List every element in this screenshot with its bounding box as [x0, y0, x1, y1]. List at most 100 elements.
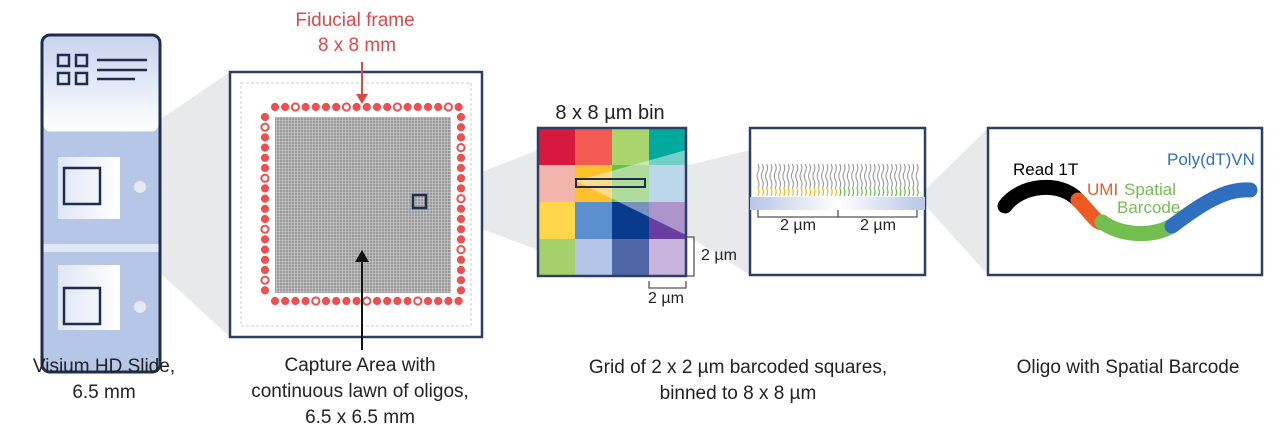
fiducial-dot — [372, 296, 382, 306]
zoom-cone-strands — [925, 128, 988, 275]
fiducial-dot — [434, 296, 443, 306]
fiducial-dot — [281, 102, 290, 112]
fiducial-dot — [456, 153, 466, 162]
fiducial-dot — [260, 204, 270, 213]
bin-cell — [575, 202, 612, 239]
fiducial-dot — [291, 296, 300, 306]
fiducial-dot — [413, 296, 423, 306]
strand-scale-right: 2 µm — [860, 217, 896, 234]
fiducial-dot — [290, 102, 300, 112]
oligo-strand-colored — [834, 187, 837, 197]
fiducial-dot — [260, 245, 270, 254]
fiducial-dot — [454, 296, 463, 306]
fiducial-dot — [423, 102, 433, 112]
bin-cell — [538, 165, 575, 202]
barcode-label: Barcode — [1117, 198, 1181, 217]
oligo-strand-common — [808, 163, 812, 189]
oligo-strand-common — [825, 163, 829, 189]
bin-cell — [612, 202, 649, 239]
fiducial-dot — [456, 143, 466, 153]
fiducial-dot — [260, 112, 270, 122]
oligo-strand-colored — [796, 187, 799, 197]
bin-cell — [649, 165, 686, 202]
oligo-strand-common — [773, 163, 777, 189]
scale-bracket-right — [687, 236, 695, 277]
oligo-strand-common — [777, 163, 782, 189]
oligo-strand-common — [881, 163, 885, 189]
bin-cell — [649, 202, 686, 239]
fiducial-dot — [456, 123, 466, 132]
oligo-strand-colored — [899, 187, 902, 197]
oligo-strand-colored — [757, 187, 760, 197]
oligo-strand-colored — [877, 187, 880, 197]
fiducial-dot — [456, 194, 466, 204]
fiducial-dot — [456, 286, 466, 295]
fiducial-dot — [260, 153, 270, 162]
fiducial-dot — [434, 102, 443, 112]
oligo-strand-common — [795, 163, 799, 189]
oligo-strand-common — [851, 163, 855, 189]
bin-cell — [538, 128, 575, 165]
oligo-strand-colored — [856, 187, 859, 197]
oligo-strand-colored — [783, 187, 786, 197]
oligo-read1t-segment — [997, 179, 1086, 214]
fiducial-dot — [403, 102, 412, 112]
fiducial-dot — [352, 296, 361, 306]
fiducial-dot — [403, 296, 412, 306]
bin-cell — [649, 239, 686, 276]
bin-title: 8 x 8 µm bin — [555, 102, 665, 124]
oligo-strand-common — [799, 163, 803, 189]
fiducial-dot — [456, 245, 466, 255]
oligo-box — [986, 126, 1264, 277]
oligo-strand-colored — [869, 187, 872, 197]
fiducial-dot — [362, 296, 372, 306]
oligo-strand-colored — [852, 187, 855, 197]
fiducial-dot — [332, 102, 341, 112]
fiducial-dot — [454, 102, 463, 112]
oligo-strand-colored — [860, 187, 863, 197]
fiducial-dot — [260, 143, 270, 152]
fiducial-dot — [456, 225, 466, 234]
fiducial-dot — [260, 133, 270, 142]
polydt-label: Poly(dT)VN — [1167, 150, 1255, 169]
fiducial-dot — [281, 296, 290, 306]
oligo-strand-common — [894, 163, 898, 189]
bin-cell — [538, 239, 575, 276]
caption-oligo: Oligo with Spatial Barcode — [1016, 357, 1240, 378]
oligo-strand-colored — [766, 187, 769, 197]
oligo-strand-common — [760, 163, 764, 189]
oligo-strand-common — [833, 163, 837, 189]
oligo-strand-common — [876, 163, 880, 189]
bin-cell — [538, 202, 575, 239]
oligo-strand-common — [911, 163, 915, 189]
oligo-strand-common — [855, 163, 859, 189]
fiducial-dot — [332, 296, 341, 306]
oligo-strand-colored — [916, 187, 919, 197]
oligo-strand-common — [769, 163, 773, 189]
capture-area-frame — [228, 62, 484, 350]
oligo-strand-colored — [809, 187, 812, 197]
oligo-strand-common — [859, 163, 863, 189]
fiducial-dot — [362, 102, 371, 112]
oligo-strand-colored — [813, 187, 816, 197]
oligo-strand-common — [846, 163, 850, 189]
oligo-strand-colored — [821, 187, 825, 197]
oligo-strand-common — [868, 163, 872, 189]
oligo-strand-colored — [830, 187, 833, 197]
fiducial-dot — [311, 296, 321, 306]
visium-slide — [40, 33, 162, 374]
oligo-strand-common — [863, 163, 868, 189]
bin-cell — [612, 239, 649, 276]
oligo-strand-colored — [787, 187, 790, 197]
caption-slide: Visium HD Slide,6.5 mm — [32, 356, 176, 403]
fiducial-dot — [456, 276, 466, 285]
fiducial-dot — [260, 265, 270, 275]
fiducial-dot — [392, 102, 402, 112]
fiducial-dot — [301, 102, 310, 112]
fiducial-dot — [260, 255, 270, 264]
oligo-strand-colored — [873, 187, 876, 197]
oligo-strand-colored — [843, 187, 846, 197]
fiducial-dot — [383, 296, 392, 306]
bin-grid — [536, 126, 695, 289]
fiducial-dot — [456, 255, 466, 264]
